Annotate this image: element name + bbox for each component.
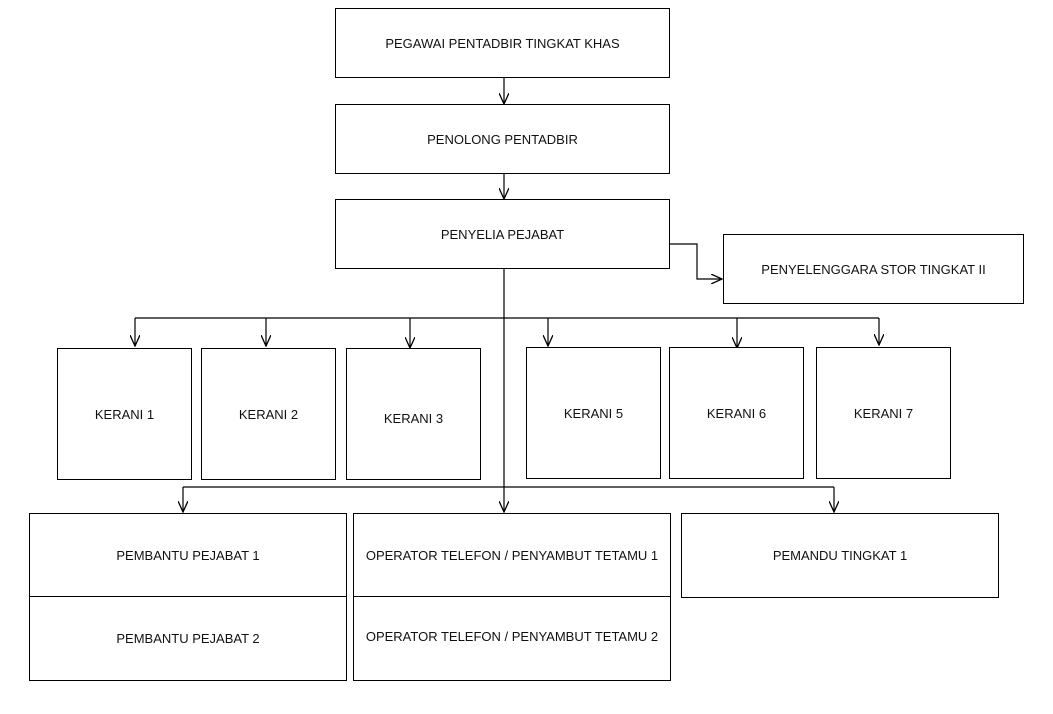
box-kerani-2: KERANI 2 [201,348,336,480]
box-pembantu-pejabat-2-label: PEMBANTU PEJABAT 2 [116,631,260,646]
box-kerani-1-label: KERANI 1 [94,406,155,422]
box-kerani-6-label: KERANI 6 [706,405,767,421]
connector-supervisor-to-store [670,243,722,279]
box-head-label: PEGAWAI PENTADBIR TINGKAT KHAS [385,35,620,51]
box-kerani-5: KERANI 5 [526,347,661,479]
box-kerani-2-label: KERANI 2 [238,406,299,422]
box-operator-telefon-1: OPERATOR TELEFON / PENYAMBUT TETAMU 1 [353,513,671,597]
box-kerani-5-label: KERANI 5 [563,405,624,421]
box-kerani-6: KERANI 6 [669,347,804,479]
box-pembantu-pejabat-1-label: PEMBANTU PEJABAT 1 [116,547,260,563]
box-supervisor-label: PENYELIA PEJABAT [440,226,565,242]
box-operator-telefon-1-label: OPERATOR TELEFON / PENYAMBUT TETAMU 1 [365,547,659,563]
box-assistant-label: PENOLONG PENTADBIR [427,131,578,147]
box-pemandu-tingkat-1: PEMANDU TINGKAT 1 [681,513,999,598]
box-pembantu-pejabat-1: PEMBANTU PEJABAT 1 [29,513,347,597]
box-supervisor: PENYELIA PEJABAT [335,199,670,269]
box-pembantu-pejabat-2: PEMBANTU PEJABAT 2 [29,596,347,681]
box-kerani-3: KERANI 3 [346,348,481,480]
box-head: PEGAWAI PENTADBIR TINGKAT KHAS [335,8,670,78]
box-kerani-7-label: KERANI 7 [853,405,914,421]
box-kerani-7: KERANI 7 [816,347,951,479]
box-operator-telefon-2-label: OPERATOR TELEFON / PENYAMBUT TETAMU 2 [365,629,659,644]
box-operator-telefon-2: OPERATOR TELEFON / PENYAMBUT TETAMU 2 [353,596,671,681]
box-store-keeper: PENYELENGGARA STOR TINGKAT II [723,234,1024,304]
box-pemandu-tingkat-1-label: PEMANDU TINGKAT 1 [772,548,908,563]
box-kerani-3-label: KERANI 3 [383,410,444,426]
box-kerani-1: KERANI 1 [57,348,192,480]
box-store-keeper-label: PENYELENGGARA STOR TINGKAT II [761,261,986,277]
box-assistant: PENOLONG PENTADBIR [335,104,670,174]
